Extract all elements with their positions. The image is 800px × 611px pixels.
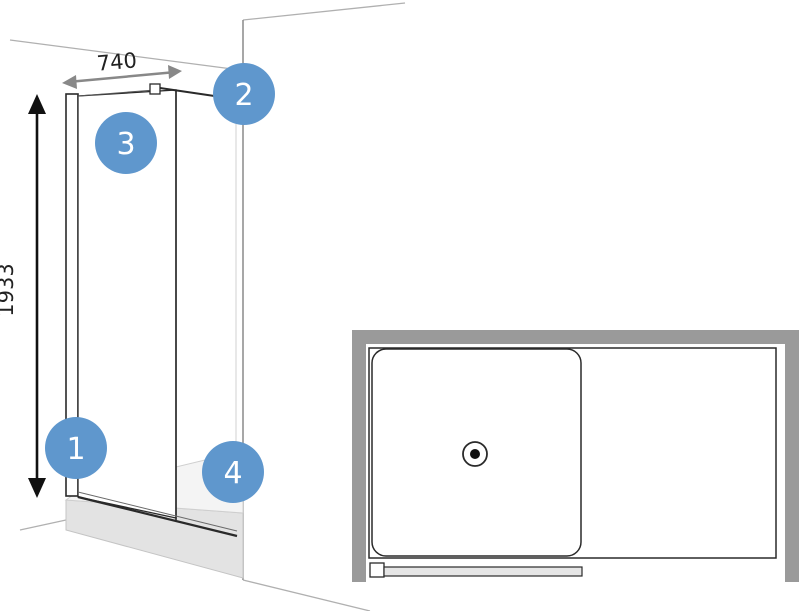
svg-text:2: 2 (234, 78, 253, 113)
height-arrow-bottom (28, 478, 46, 498)
height-dimension-label: 1933 (0, 263, 18, 316)
plan-wall-profile (369, 562, 385, 578)
floor-line-right (242, 579, 371, 611)
width-arrow-left (62, 75, 77, 89)
plan-wall-right (785, 330, 799, 582)
floor-line-left (19, 519, 67, 531)
svg-text:4: 4 (223, 456, 242, 491)
width-dimension-label: 740 (96, 48, 138, 75)
callout-badge-1: 1 (45, 417, 107, 479)
height-arrow-top (28, 94, 46, 114)
bottom-seal-inner (77, 491, 238, 532)
callout-badge-4: 4 (202, 441, 264, 503)
bottom-seal (77, 495, 238, 538)
ceiling-line-left (9, 39, 241, 71)
callout-badge-3: 3 (95, 112, 157, 174)
svg-text:1: 1 (66, 432, 85, 467)
width-arrow-right (168, 65, 182, 79)
glass-panel-top-edge (77, 89, 156, 97)
stabiliser-clamp (149, 83, 161, 95)
plan-view (352, 330, 799, 582)
plan-glass-panel (383, 566, 583, 577)
callout-badge-2: 2 (213, 63, 275, 125)
width-dimension-line (67, 70, 177, 84)
plan-wall-top (352, 330, 799, 344)
room-perspective-view: 740 1933 1 2 3 4 (0, 2, 406, 611)
plan-wall-left (352, 330, 366, 582)
svg-text:3: 3 (116, 127, 135, 162)
ceiling-line-right (242, 2, 406, 21)
plan-drain-center (470, 449, 480, 459)
